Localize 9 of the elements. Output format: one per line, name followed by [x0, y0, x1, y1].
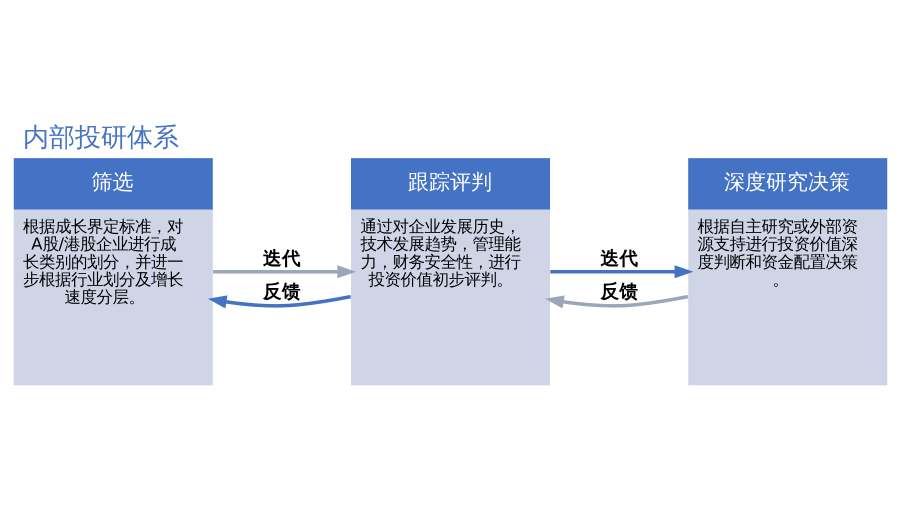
arrow — [212, 265, 356, 278]
edge-label: 迭代 — [600, 248, 638, 270]
edge-label: 迭代 — [262, 248, 301, 270]
arrow — [544, 294, 688, 308]
edge-label: 反馈 — [600, 281, 638, 302]
edge-label: 反馈 — [262, 281, 301, 302]
arrow — [550, 265, 693, 278]
diagram-title: 内部投研体系 — [22, 122, 179, 153]
arrow — [207, 294, 350, 308]
